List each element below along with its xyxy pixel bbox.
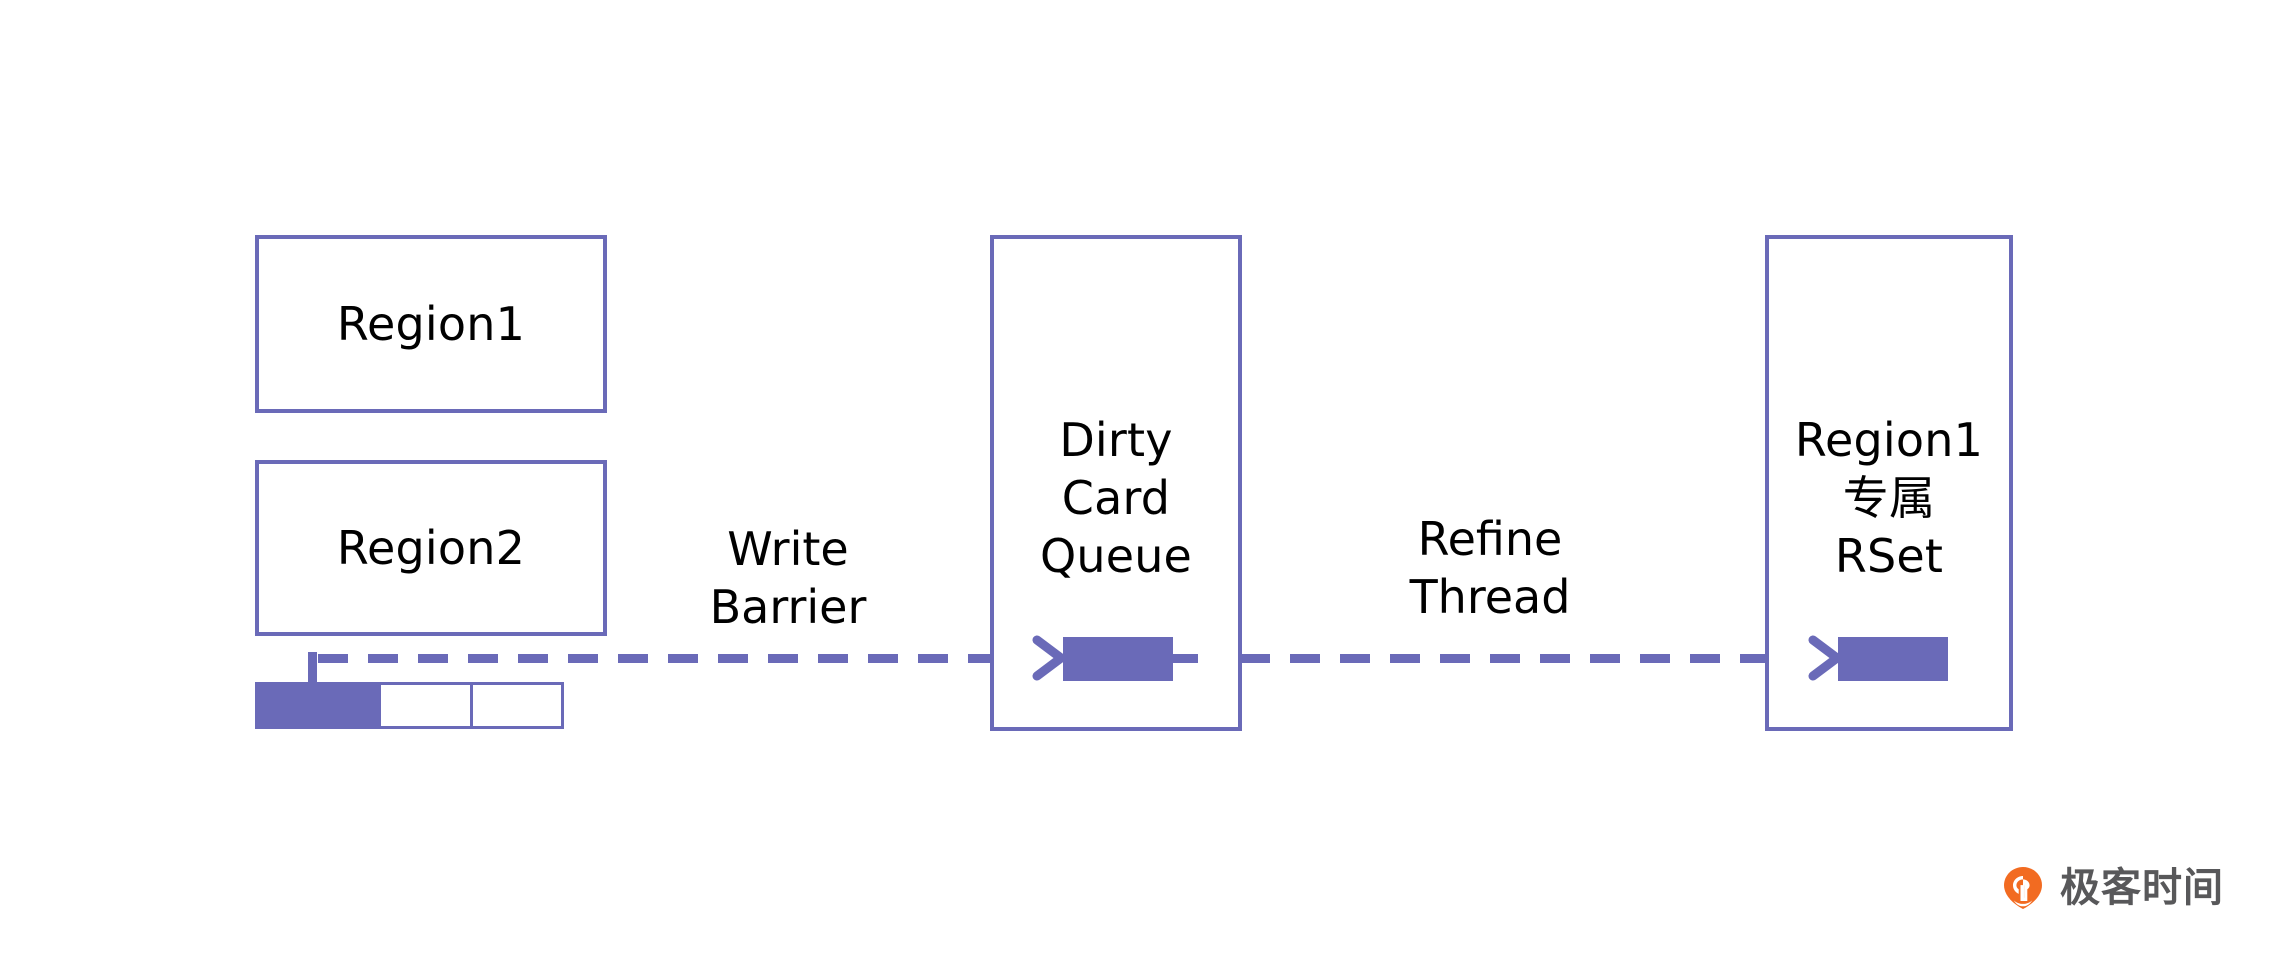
card-table-tick-connector	[308, 652, 317, 684]
refine-thread-label: Refine Thread	[1409, 512, 1571, 624]
watermark: 极客时间	[2000, 865, 2224, 911]
dirty-card-queue-exit-stub	[1146, 654, 1198, 663]
dirty-card-queue-label: Dirty Card Queue	[1039, 413, 1193, 583]
card-cell-clean-1	[378, 682, 473, 729]
rset-entry-bar	[1838, 637, 1948, 681]
region2-box: Region2	[255, 460, 607, 636]
watermark-text: 极客时间	[2060, 865, 2224, 911]
arrow-right-icon	[1032, 635, 1066, 681]
write-barrier-label: Write Barrier	[709, 522, 867, 634]
region1-label: Region1	[336, 297, 526, 351]
card-cell-clean-2	[469, 682, 564, 729]
region1-box: Region1	[255, 235, 607, 413]
geekbang-logo-icon	[2000, 865, 2046, 911]
rset-label: Region1 专属 RSet	[1794, 413, 1984, 583]
card-cell-dirty	[255, 682, 381, 729]
refine-thread-flow-line	[1240, 654, 1810, 663]
arrow-right-icon	[1808, 635, 1842, 681]
card-table	[255, 682, 570, 729]
region2-label: Region2	[336, 521, 526, 575]
write-barrier-flow-line	[318, 654, 1034, 663]
